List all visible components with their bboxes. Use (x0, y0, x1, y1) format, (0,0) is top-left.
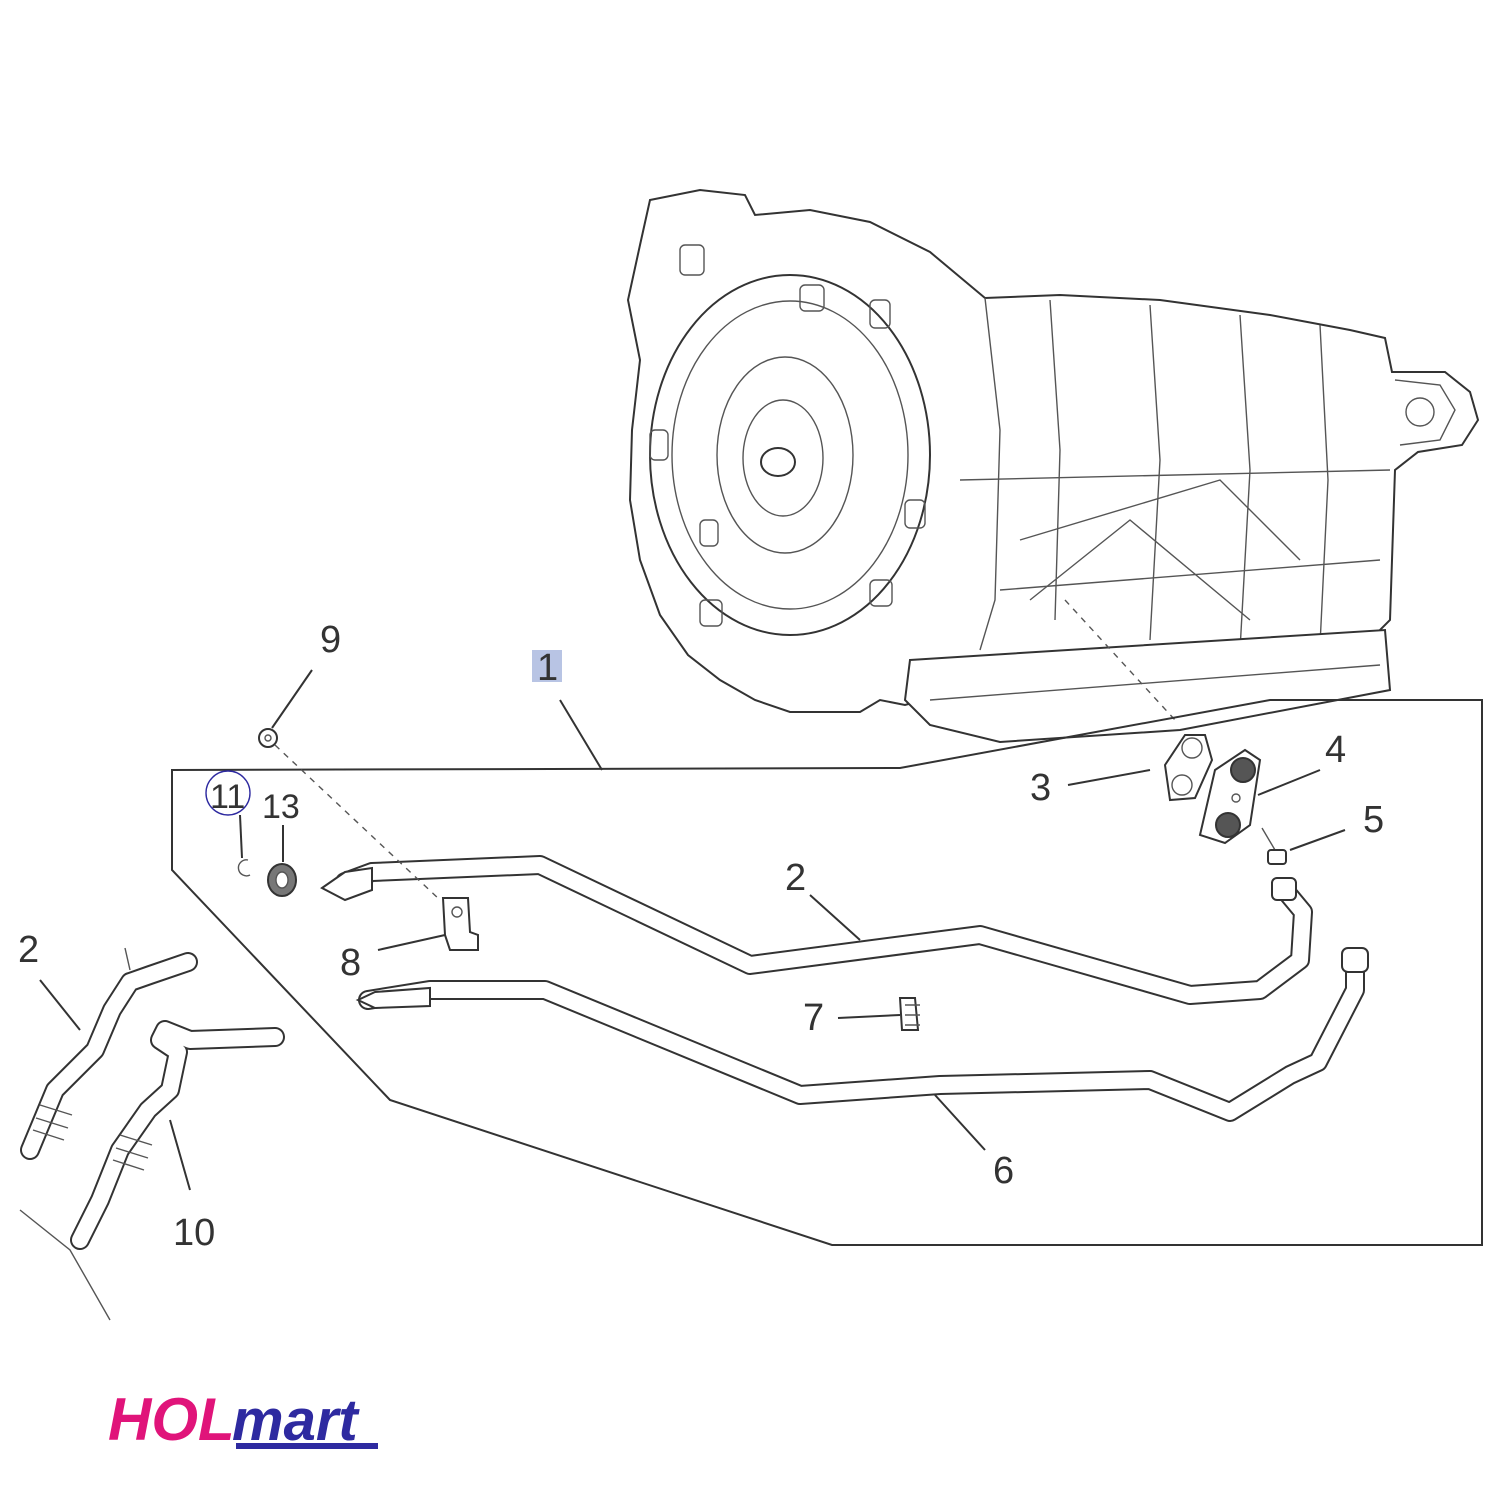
callout-7-leader (837, 1014, 901, 1019)
holmart-logo: HOL mart (108, 1386, 378, 1453)
callout-2-left-leader (39, 979, 81, 1031)
clip-part (898, 997, 920, 1031)
callout-2-top: 2 (785, 857, 806, 899)
bolt-part (1261, 827, 1287, 865)
svg-text:HOL: HOL (108, 1386, 235, 1453)
svg-text:mart: mart (232, 1388, 360, 1453)
callout-4-leader (1257, 769, 1321, 796)
callout-2-left: 2 (18, 929, 39, 971)
callout-3: 3 (1030, 767, 1051, 809)
callout-6-leader (934, 1094, 986, 1151)
nut-part (258, 728, 441, 901)
callout-9: 9 (320, 619, 341, 661)
hose-assembly-left (19, 947, 285, 1321)
callout-9-leader (271, 669, 313, 729)
callout-11: 11 (210, 778, 245, 816)
callout-8-leader (377, 934, 446, 951)
bracket-part (441, 897, 479, 951)
adapter-gasket (1163, 734, 1214, 802)
callout-11-leader (239, 814, 243, 859)
callout-4: 4 (1325, 729, 1346, 771)
seal-part (267, 863, 297, 897)
callout-7: 7 (803, 997, 824, 1039)
callout-1-highlight (532, 650, 562, 682)
callout-5-leader (1289, 829, 1346, 851)
callout-5: 5 (1363, 799, 1384, 841)
callout-13: 13 (262, 788, 300, 826)
callout-10-leader (169, 1119, 191, 1191)
callout-8: 8 (340, 942, 361, 984)
cooler-pipe-upper (320, 855, 1313, 1005)
callout-10: 10 (173, 1212, 215, 1254)
callout-1-leader (559, 699, 603, 771)
transmission-illustration (626, 188, 1480, 744)
callout-3-leader (1067, 769, 1151, 786)
retaining-ring-part (237, 859, 251, 877)
callout-6: 6 (993, 1150, 1014, 1192)
cooler-line-connector (1198, 748, 1262, 845)
callout-11-circle (205, 770, 251, 816)
cooler-pipe-lower (355, 947, 1369, 1122)
callout-1: 1 (537, 647, 558, 689)
kit-boundary (171, 699, 1483, 1246)
callout-2-leader (809, 894, 861, 941)
